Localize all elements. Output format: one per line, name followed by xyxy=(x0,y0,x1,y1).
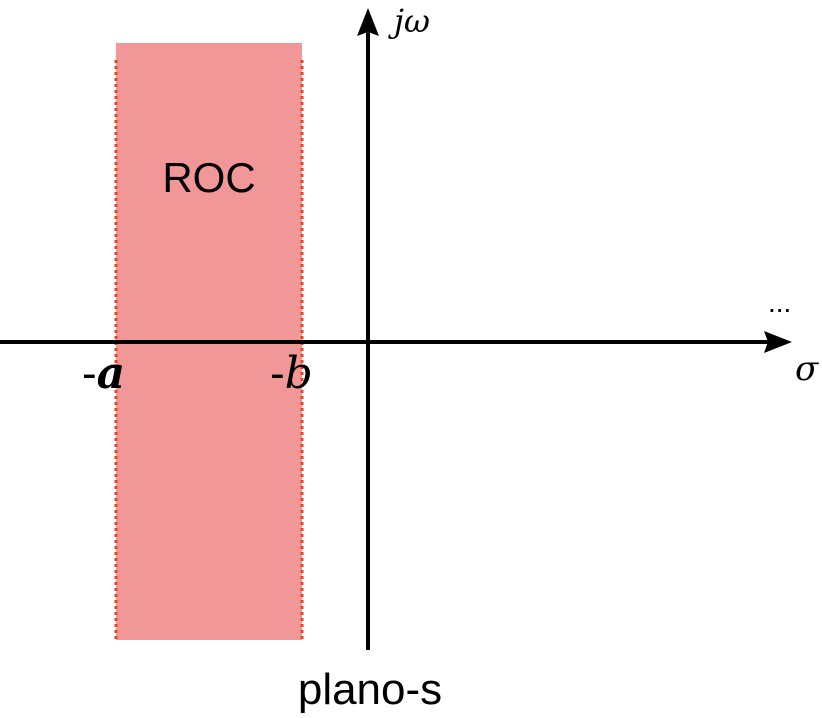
corner-mark: ... xyxy=(768,287,791,318)
left-bound-symbol: a xyxy=(97,348,126,399)
roc-label: ROC xyxy=(162,154,255,201)
imag-axis-arrowhead xyxy=(357,8,379,36)
left-bound-sign: - xyxy=(82,349,97,398)
right-bound-label: -b xyxy=(270,348,313,399)
right-bound-symbol: b xyxy=(285,348,313,399)
plane-label: plano-s xyxy=(298,665,442,714)
imag-axis-label: jω xyxy=(388,2,430,40)
right-bound-sign: - xyxy=(270,349,285,398)
left-bound-label: -a xyxy=(82,348,125,399)
real-axis-label: σ xyxy=(795,349,819,389)
real-axis-arrowhead xyxy=(764,331,792,353)
